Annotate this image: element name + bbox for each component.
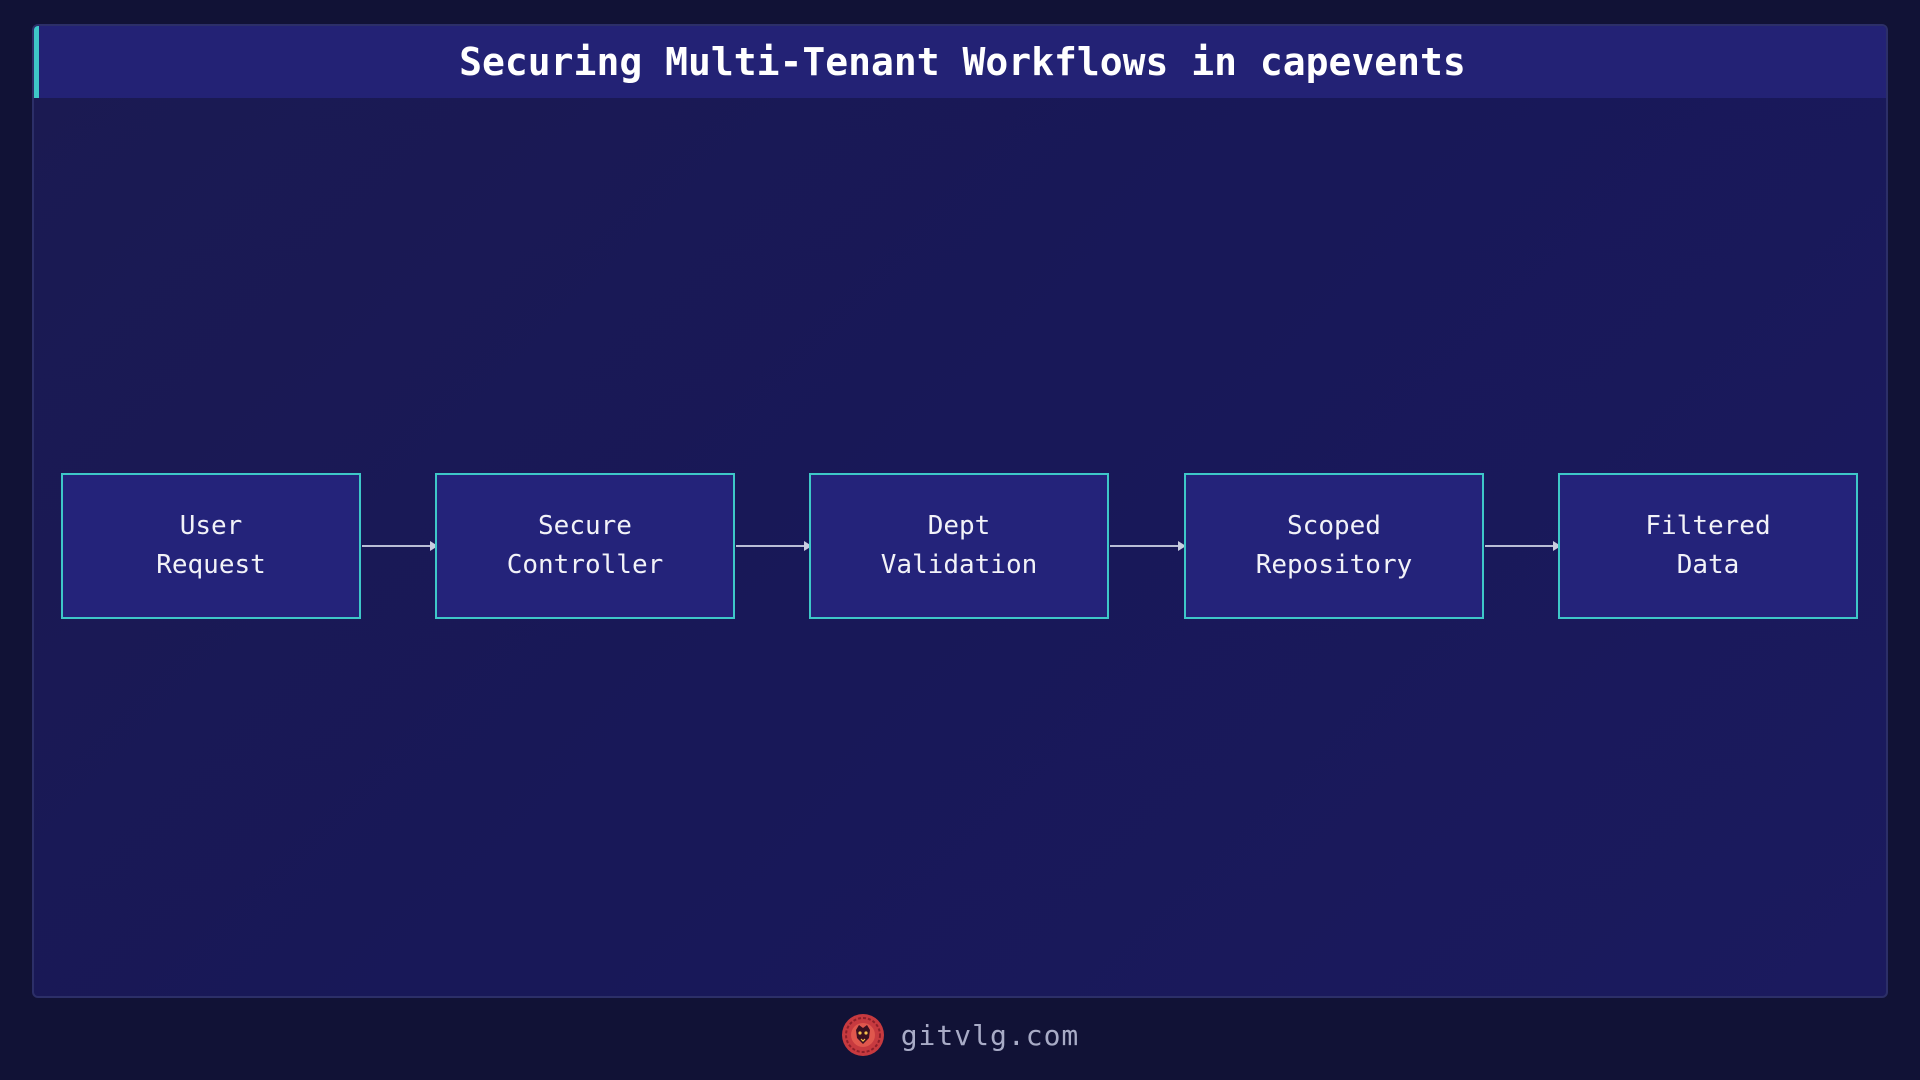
footer-site-link[interactable]: gitvlg.com	[900, 1018, 1080, 1052]
title-bar: Securing Multi-Tenant Workflows in capev…	[34, 26, 1886, 98]
diagram-title: Securing Multi-Tenant Workflows in capev…	[459, 40, 1466, 84]
footer: gitvlg.com	[0, 1012, 1920, 1058]
lion-head-logo-icon	[841, 1014, 884, 1056]
diagram-panel: Securing Multi-Tenant Workflows in capev…	[32, 24, 1888, 998]
